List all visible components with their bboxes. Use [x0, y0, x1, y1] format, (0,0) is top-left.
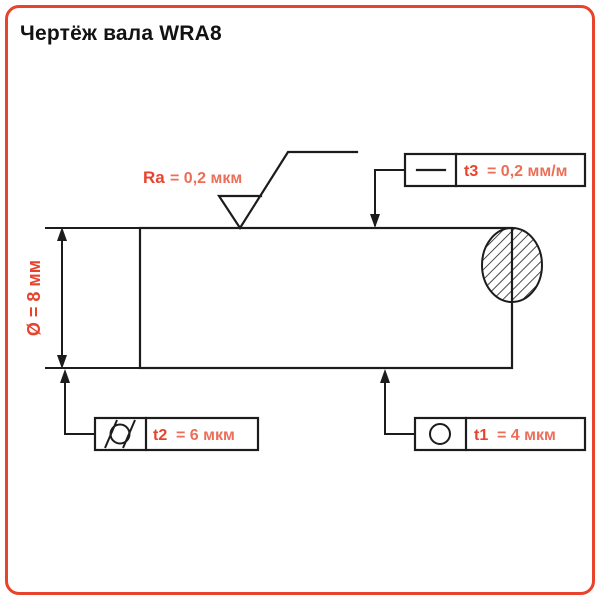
t1-leader-line	[384, 372, 415, 435]
roughness-value: = 0,2 мкм	[170, 170, 242, 187]
roughness-icon	[216, 150, 359, 231]
t1-frame	[413, 416, 587, 452]
t2-frame	[93, 416, 260, 452]
t3-value: = 0,2 мм/м	[487, 163, 567, 180]
t3-leader-line	[374, 169, 405, 226]
dimension-arrow-down-icon	[57, 355, 67, 369]
shaft-body	[138, 226, 514, 370]
cylindricity-icon	[104, 419, 136, 449]
t1-value: = 4 мкм	[497, 427, 556, 444]
t2-arrow-icon	[60, 369, 70, 383]
circularity-icon	[429, 423, 451, 445]
t1-arrow-icon	[380, 369, 390, 383]
t1-label: t1	[474, 427, 488, 444]
t2-value: = 6 мкм	[176, 427, 235, 444]
shaft-end-hatch	[481, 227, 543, 303]
t2-label: t2	[153, 427, 167, 444]
t3-arrow-icon	[370, 214, 380, 228]
dimension-arrow-up-icon	[57, 227, 67, 241]
diameter-label: Ø = 8 мм	[24, 260, 44, 336]
t3-label: t3	[464, 163, 478, 180]
page-title: Чертёж вала WRA8	[20, 22, 222, 45]
roughness-label: Ra	[143, 168, 165, 187]
t2-leader-line	[64, 372, 95, 435]
